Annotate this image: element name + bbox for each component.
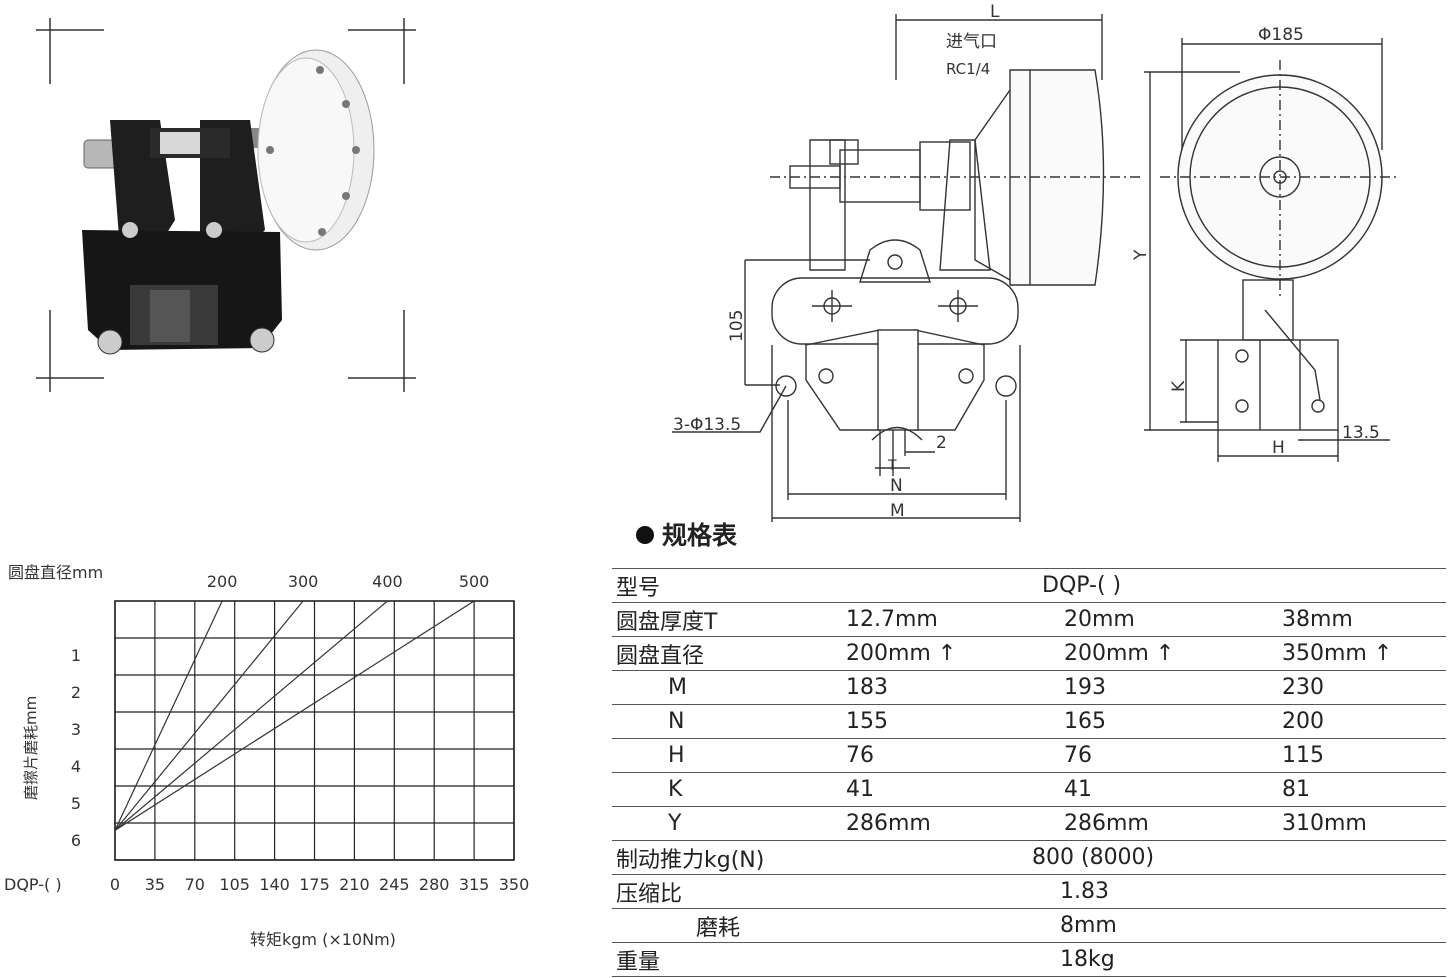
product-photo (36, 18, 416, 392)
chart-ticks: 0 35 70 105 140 175 210 245 280 315 350 1 2 3 4 5 6 200 30… (71, 572, 529, 894)
y-axis-label: 磨擦片磨耗mm (22, 696, 40, 800)
table-row: H 76 76 115 (612, 738, 1446, 773)
y-tick-label: 3 (71, 720, 81, 739)
y-tick-label: 1 (71, 646, 81, 665)
table-row: 制动推力kg(N) 800 (8000) (612, 840, 1446, 875)
dim-Y: Y (1131, 249, 1151, 261)
series-line-400 (114, 600, 388, 831)
table-row: M 183 193 230 (612, 670, 1446, 705)
top-tick-label: 500 (459, 572, 490, 591)
top-tick-label: 300 (288, 572, 319, 591)
table-row: Y 286mm 286mm 310mm (612, 806, 1446, 841)
table-row: 圆盘直径 200mm ↑ 200mm ↑ 350mm ↑ (612, 636, 1446, 671)
spec-title: 规格表 (636, 516, 737, 552)
dim-2: 2 (936, 433, 947, 453)
bullet-icon (636, 526, 654, 544)
table-row: 圆盘厚度T 12.7mm 20mm 38mm (612, 602, 1446, 637)
x-model-label: DQP-( ) (4, 875, 62, 894)
dim-phi185: Φ185 (1258, 25, 1304, 45)
dim-105: 105 (727, 310, 747, 342)
x-tick-label: 315 (459, 875, 490, 894)
y-tick-label: 2 (71, 683, 81, 702)
inlet-thread: RC1/4 (946, 60, 990, 78)
table-row: 型号 DQP-( ) (612, 568, 1446, 603)
dim-M: M (890, 501, 905, 521)
x-tick-label: 105 (219, 875, 250, 894)
series-line-300 (114, 600, 304, 831)
y-tick-label: 6 (71, 831, 81, 850)
x-axis-label: 转矩kgm (×10Nm) (250, 930, 396, 949)
table-row: 磨耗 8mm (612, 908, 1446, 943)
inlet-label: 进气口 (946, 32, 997, 52)
table-row: 重量 18kg (612, 942, 1446, 977)
chart-lines (114, 600, 475, 831)
table-row: N 155 165 200 (612, 704, 1446, 739)
x-tick-label: 0 (110, 875, 120, 894)
dim-N: N (890, 476, 903, 496)
series-line-200 (114, 600, 223, 831)
y-tick-label: 4 (71, 757, 81, 776)
x-tick-label: 280 (419, 875, 450, 894)
dim-holes: 3-Φ13.5 (673, 415, 741, 435)
dim-L: L (990, 2, 1000, 22)
top-tick-label: 200 (207, 572, 238, 591)
dim-K: K (1169, 380, 1189, 392)
top-axis-label: 圆盘直径mm (8, 563, 103, 582)
table-row: 压缩比 1.83 (612, 874, 1446, 909)
series-line-500 (114, 600, 475, 831)
x-tick-label: 140 (259, 875, 290, 894)
x-tick-label: 35 (145, 875, 165, 894)
x-tick-label: 210 (339, 875, 370, 894)
dim-13-5: 13.5 (1342, 423, 1380, 443)
chart-grid (114, 600, 515, 861)
dim-H: H (1272, 438, 1285, 458)
top-tick-label: 400 (372, 572, 403, 591)
technical-drawing: L 进气口 RC1/4 Φ185 Y 105 K 3-Φ13.5 2 T N M… (672, 2, 1400, 522)
x-tick-label: 70 (185, 875, 205, 894)
x-tick-label: 245 (379, 875, 410, 894)
dim-T: T (887, 458, 897, 474)
x-tick-label: 350 (499, 875, 530, 894)
x-tick-label: 175 (299, 875, 330, 894)
spec-table: 型号 DQP-( ) 圆盘厚度T 12.7mm 20mm 38mm 圆盘直径 2… (612, 568, 1446, 977)
table-row: K 41 41 81 (612, 772, 1446, 807)
y-tick-label: 5 (71, 794, 81, 813)
crop-marks (36, 18, 416, 392)
